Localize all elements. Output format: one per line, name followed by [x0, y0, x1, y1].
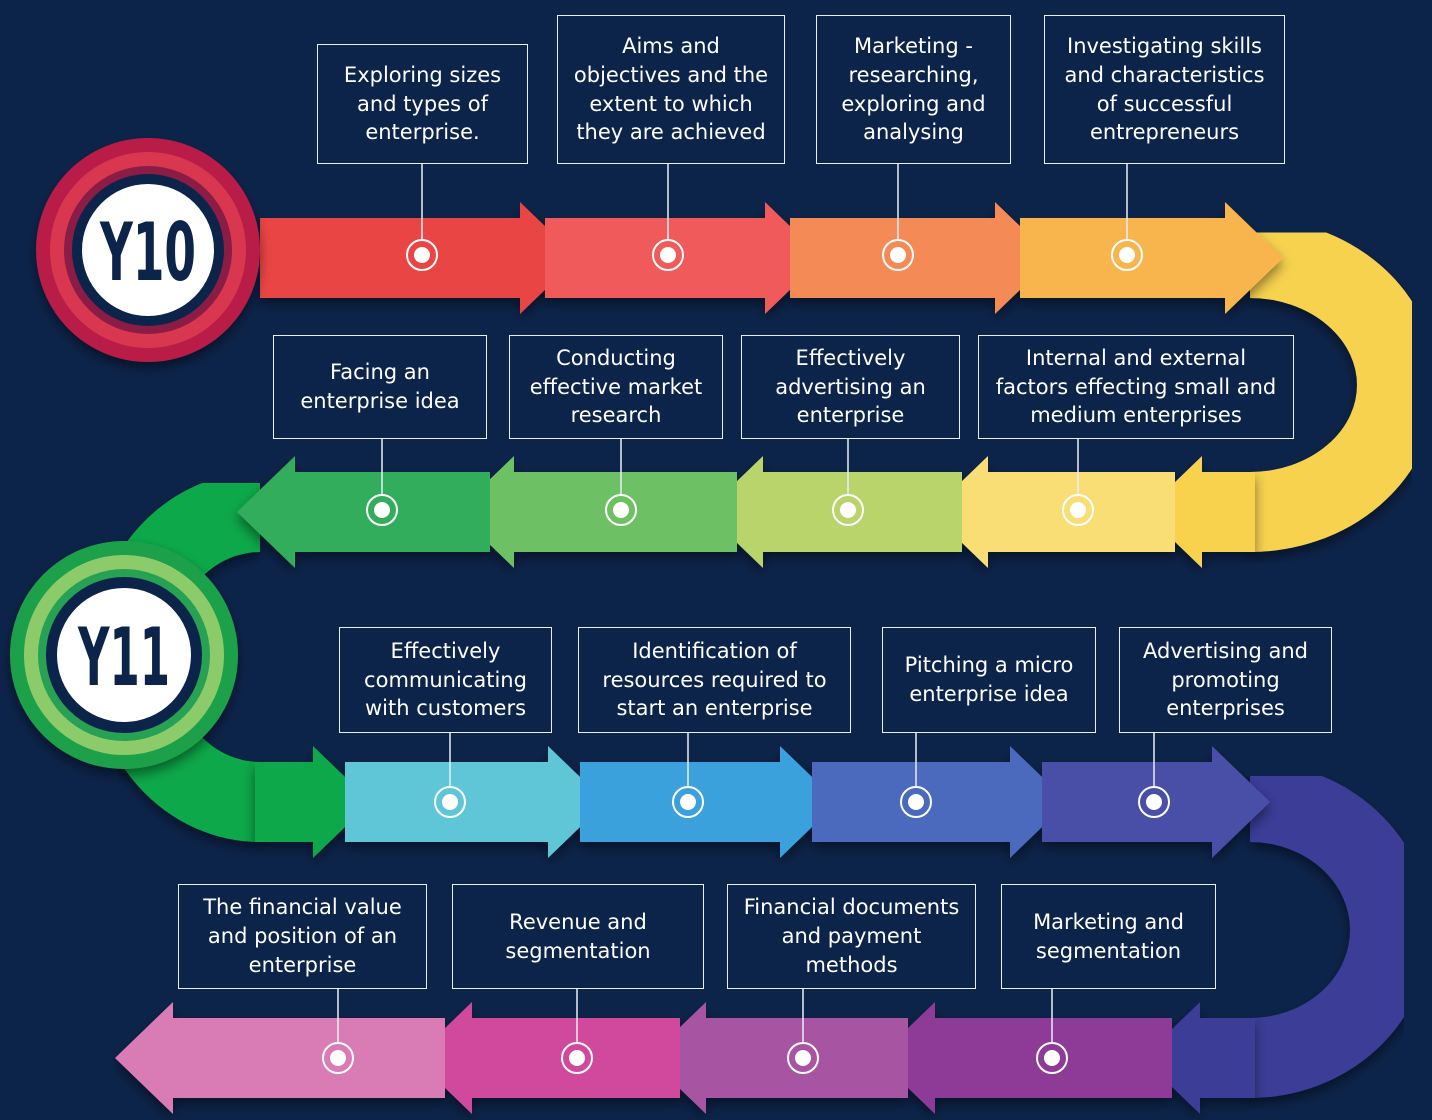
marker-ring — [1138, 786, 1170, 818]
curve-y11-right — [1249, 762, 1430, 1098]
topic-aims-objectives: Aims and objectives and the extent to wh… — [557, 15, 785, 164]
marker-ring — [434, 786, 466, 818]
marker-ring — [561, 1042, 593, 1074]
marker-dot — [908, 794, 924, 810]
marker-dot — [680, 794, 696, 810]
marker-dot — [795, 1050, 811, 1066]
row4-arrows — [115, 1002, 1255, 1114]
topic-advertising-enterprise: Effectively advertising an enterprise — [741, 335, 960, 439]
marker-ring — [652, 239, 684, 271]
marker-dot — [890, 247, 906, 263]
marker-ring — [366, 494, 398, 526]
topic-marketing-researching: Marketing - researching, exploring and a… — [816, 15, 1011, 164]
marker-dot — [569, 1050, 585, 1066]
arrow-segment — [930, 456, 1175, 568]
marker-ring — [1036, 1042, 1068, 1074]
marker-dot — [660, 247, 676, 263]
topic-market-research: Conducting effective market research — [509, 335, 723, 439]
topic-communicating-customers: Effectively communicating with customers — [339, 627, 552, 733]
marker-dot — [442, 794, 458, 810]
marker-ring — [832, 494, 864, 526]
arrow-segment — [1020, 202, 1283, 314]
curve-y10-right — [1249, 218, 1432, 552]
y11-badge: Y11 — [10, 541, 238, 769]
arrow-segment — [237, 456, 490, 568]
topic-entrepreneur-skills: Investigating skills and characteristics… — [1044, 15, 1285, 164]
arrow-segment — [790, 202, 1053, 314]
connectors — [322, 164, 1170, 1074]
marker-ring — [900, 786, 932, 818]
topic-pitching-idea: Pitching a micro enterprise idea — [882, 627, 1096, 733]
marker-dot — [1044, 1050, 1060, 1066]
marker-dot — [613, 502, 629, 518]
marker-dot — [840, 502, 856, 518]
y11-label: Y11 — [77, 611, 170, 704]
marker-dot — [374, 502, 390, 518]
marker-ring — [406, 239, 438, 271]
marker-ring — [605, 494, 637, 526]
topic-financial-value: The financial value and position of an e… — [178, 884, 427, 989]
marker-dot — [1070, 502, 1086, 518]
topic-revenue-segmentation: Revenue and segmentation — [452, 884, 704, 989]
topic-advertising-promoting: Advertising and promoting enterprises — [1119, 627, 1332, 733]
topic-facing-idea: Facing an enterprise idea — [273, 335, 487, 439]
marker-ring — [672, 786, 704, 818]
marker-ring — [787, 1042, 819, 1074]
marker-dot — [1119, 247, 1135, 263]
marker-ring — [1111, 239, 1143, 271]
arrow-segment — [255, 746, 371, 858]
topic-financial-documents: Financial documents and payment methods — [727, 884, 976, 989]
y10-label: Y10 — [99, 206, 196, 299]
topic-resources-required: Identification of resources required to … — [578, 627, 851, 733]
topic-exploring-sizes: Exploring sizes and types of enterprise. — [317, 44, 528, 164]
arrow-segment — [877, 1002, 1172, 1114]
marker-dot — [1146, 794, 1162, 810]
marker-dot — [414, 247, 430, 263]
y10-badge: Y10 — [36, 138, 260, 362]
marker-dot — [330, 1050, 346, 1066]
arrow-segment — [456, 456, 737, 568]
marker-ring — [882, 239, 914, 271]
marker-ring — [322, 1042, 354, 1074]
arrow-segment — [1142, 1002, 1255, 1114]
arrow-segment — [1144, 456, 1255, 568]
marker-ring — [1062, 494, 1094, 526]
arrow-segment — [345, 746, 606, 858]
arrow-segment — [545, 202, 823, 314]
row3-arrows — [255, 746, 1270, 858]
arrow-segment — [414, 1002, 680, 1114]
topic-internal-external: Internal and external factors effecting … — [978, 335, 1294, 439]
topic-marketing-segmentation: Marketing and segmentation — [1001, 884, 1216, 989]
arrow-segment — [115, 1002, 445, 1114]
arrow-segment — [648, 1002, 908, 1114]
arrow-segment — [812, 746, 1068, 858]
arrow-segment — [580, 746, 838, 858]
